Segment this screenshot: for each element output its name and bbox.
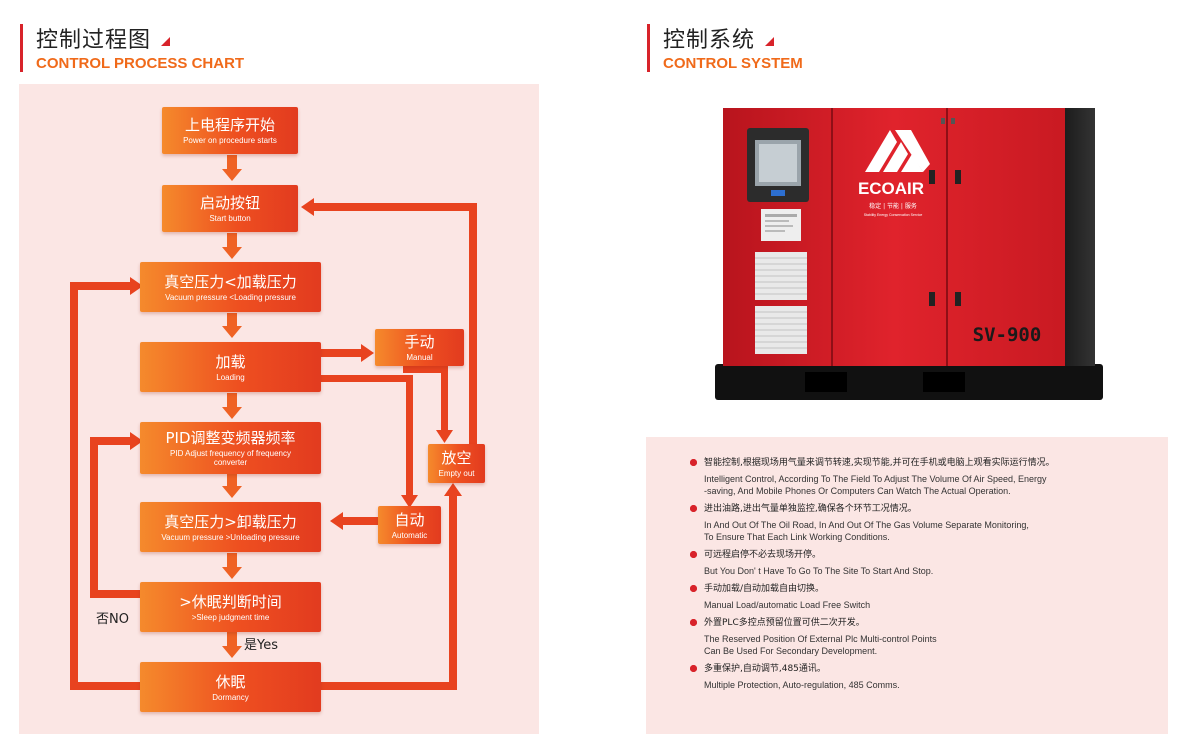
flow-box-loading: 加载 Loading [140,342,321,392]
flow-cn: 休眠 [215,672,246,691]
feature-cn: 手动加载/自动加载自由切换。 [690,583,1130,596]
flow-box-automatic: 自动 Automatic [378,506,441,544]
flow-cn: 放空 [441,449,472,467]
flow-en: >Sleep judgment time [191,612,270,622]
feature-cn: 进出油路,进出气量单独监控,确保各个环节工况情况。 [690,503,1130,516]
flow-en: Power on procedure starts [183,136,277,145]
brand-slogan-cn: 稳定 | 节能 | 服务 [869,202,917,210]
flow-cn: 真空压力<加载压力 [164,272,297,291]
flow-cn: 加载 [215,352,246,371]
feature-en: The Reserved Position Of External Plc Mu… [704,634,937,656]
flow-en: PID Adjust frequency of frequency conver… [170,449,291,467]
emergency-button [771,190,785,196]
forklift-slot [805,372,847,392]
flow-cn: PID调整变频器频率 [165,429,296,447]
list-item: 外置PLC多控点预留位置可供二次开发。 The Reserved Positio… [690,617,1130,657]
yes-label: 是Yes [244,638,278,653]
triangle-icon [161,36,171,46]
features-list: 智能控制,根据现场用气量来调节转速,实现节能,并可在手机或电脑上观看实际运行情况… [690,457,1130,697]
flow-box-empty: 放空 Empty out [428,444,485,483]
flow-box-vacuum-lt: 真空压力<加载压力 Vacuum pressure <Loading press… [140,262,321,312]
list-item: 多重保护,自动调节,485通讯。 Multiple Protection, Au… [690,663,1130,691]
flow-box-start: 启动按钮 Start button [162,185,298,232]
forklift-slot [923,372,965,392]
flow-box-sleep: >休眠判断时间 >Sleep judgment time [140,582,321,632]
flow-en: Manual [406,353,433,362]
feature-en: Multiple Protection, Auto-regulation, 48… [704,680,900,690]
flow-cn: 上电程序开始 [184,116,275,134]
feature-en: In And Out Of The Oil Road, In And Out O… [704,520,1029,542]
flow-box-pid: PID调整变频器频率 PID Adjust frequency of frequ… [140,422,321,474]
header-bar [20,24,23,72]
feature-en: Intelligent Control, According To The Fi… [704,474,1047,496]
feature-cn: 多重保护,自动调节,485通讯。 [690,663,1130,676]
control-process-title-en: CONTROL PROCESS CHART [36,55,245,72]
flow-box-power-on: 上电程序开始 Power on procedure starts [162,107,298,154]
triangle-icon [765,36,775,46]
flow-en: Loading [216,372,245,382]
brand-logo-text: ECOAIR [858,179,924,198]
feature-cn: 可远程启停不必去现场开停。 [690,549,1130,562]
header-bar [647,24,650,72]
flow-en: Start button [209,214,251,223]
no-label: 否NO [96,612,129,627]
feature-en: But You Don' t Have To Go To The Site To… [704,566,934,576]
flow-box-dormancy: 休眠 Dormancy [140,662,321,712]
flow-en: Empty out [438,469,475,478]
air-compressor-illustration: ECOAIR 稳定 | 节能 | 服务 Stability Energy Con… [715,108,1103,400]
list-item: 智能控制,根据现场用气量来调节转速,实现节能,并可在手机或电脑上观看实际运行情况… [690,457,1130,497]
model-text: SV-900 [973,324,1042,346]
flowchart-panel [19,84,539,734]
brand-slogan-en: Stability Energy Conservation Service [864,213,923,217]
flow-cn: 自动 [394,510,425,529]
machine-base [715,364,1103,400]
flow-cn: 启动按钮 [199,194,260,212]
ecoair-logo-icon [865,130,930,172]
features-panel [646,437,1168,734]
flow-en: Vacuum pressure <Loading pressure [165,292,296,302]
control-system-title-cn: 控制系统 [663,28,756,53]
flow-cn: 真空压力>卸载压力 [164,512,297,531]
flow-en: Automatic [391,530,428,540]
flow-box-manual: 手动 Manual [375,329,464,366]
flow-cn: >休眠判断时间 [179,592,282,611]
list-item: 进出油路,进出气量单独监控,确保各个环节工况情况。 In And Out Of … [690,503,1130,543]
flow-en: Dormancy [212,692,249,702]
flow-cn: 手动 [404,333,435,351]
feature-cn: 外置PLC多控点预留位置可供二次开发。 [690,617,1130,630]
list-item: 可远程启停不必去现场开停。 But You Don' t Have To Go … [690,549,1130,577]
control-process-title-cn: 控制过程图 [36,28,152,53]
feature-cn: 智能控制,根据现场用气量来调节转速,实现节能,并可在手机或电脑上观看实际运行情况… [690,457,1130,470]
flow-en: Vacuum pressure >Unloading pressure [161,532,300,542]
control-system-title-en: CONTROL SYSTEM [663,55,803,72]
machine-side [1061,108,1095,366]
door-handle-icon [929,170,961,306]
flow-box-vacuum-gt: 真空压力>卸载压力 Vacuum pressure >Unloading pre… [140,502,321,552]
list-item: 手动加载/自动加载自由切换。 Manual Load/automatic Loa… [690,583,1130,611]
feature-en: Manual Load/automatic Load Free Switch [704,600,871,610]
